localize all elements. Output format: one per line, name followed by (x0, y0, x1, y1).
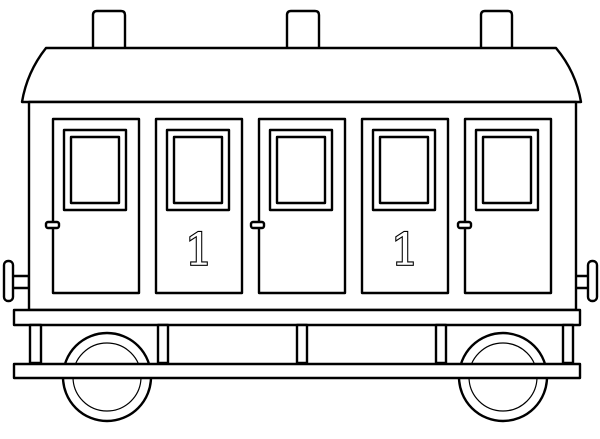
buffer-left (2, 259, 31, 303)
door-number: 1 (391, 225, 419, 276)
door-number: 1 (185, 225, 213, 276)
buffer-right (573, 259, 599, 303)
door-1 (44, 117, 141, 295)
frame-beam-upper (12, 308, 582, 327)
door-3 (249, 117, 347, 295)
door-4: 1 (360, 117, 450, 295)
door-2: 1 (154, 117, 244, 295)
carriage-roof (20, 46, 583, 104)
frame-beam-lower (12, 362, 582, 380)
door-5 (456, 117, 553, 295)
